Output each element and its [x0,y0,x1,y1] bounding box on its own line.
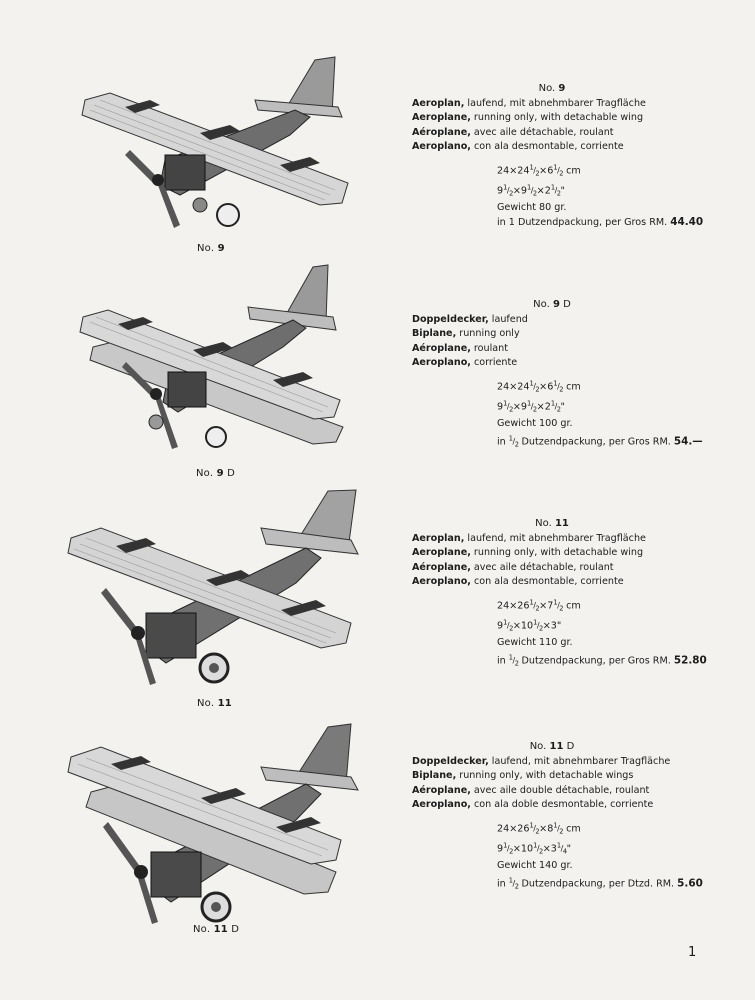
dims-cm: 24×241/2×61/2 cm [497,163,581,178]
illustration-caption: No. 9 D [196,468,236,479]
dims-in: 91/2×91/2×21/2" [497,183,565,198]
price: in 1/2 Dutzendpackung, per Gros RM. 52.8… [497,653,707,668]
biplane-illustration [66,722,361,927]
desc-line-en: Biplane, running only, with detachable w… [412,770,634,782]
item-number: No. 11 D [529,741,575,752]
dims-cm: 24×261/2×81/2 cm [497,821,581,836]
monoplane-illustration [80,55,355,235]
desc-line-fr: Aéroplane, roulant [412,342,508,354]
dims-in: 91/2×101/2×31/4" [497,841,572,856]
illustration-caption: No. 9 [197,243,225,254]
desc-line-es: Aeroplano, corriente [412,356,518,368]
desc-line-fr: Aéroplane, avec aile détachable, roulant [412,561,614,573]
dims-cm: 24×241/2×61/2 cm [497,379,581,394]
product-description: No. 9 Aeroplan, laufend, mit abnehmbarer… [412,82,742,230]
item-number: No. 9 D [533,299,571,310]
price: in 1 Dutzendpackung, per Gros RM. 44.40 [497,216,704,229]
monoplane-illustration [66,488,361,688]
dims-cm: 24×261/2×71/2 cm [497,598,581,613]
dims-in: 91/2×101/2×3" [497,618,562,633]
desc-line-es: Aeroplano, con ala doble desmontable, co… [412,798,654,810]
product-description: No. 11 Aeroplan, laufend, mit abnehmbare… [412,517,742,671]
product-description: No. 9 D Doppeldecker, laufend Biplane, r… [412,298,742,452]
price: in 1/2 Dutzendpackung, per Gros RM. 54.— [497,434,703,449]
weight: Gewicht 100 gr. [497,417,573,429]
item-number: No. 9 [538,83,566,94]
specs: 24×261/2×81/2 cm 91/2×101/2×31/4" Gewich… [497,818,742,894]
desc-line-en: Biplane, running only [412,328,520,340]
desc-line-de: Doppeldecker, laufend [412,314,528,326]
specs: 24×241/2×61/2 cm 91/2×91/2×21/2" Gewicht… [497,160,742,230]
desc-line-de: Aeroplan, laufend, mit abnehmbarer Tragf… [412,533,646,545]
weight: Gewicht 110 gr. [497,636,573,648]
illustration-caption: No. 11 [197,698,232,709]
specs: 24×261/2×71/2 cm 91/2×101/2×3" Gewicht 1… [497,595,742,671]
desc-line-es: Aeroplano, con ala desmontable, corrient… [412,575,624,587]
desc-line-en: Aeroplane, running only, with detachable… [412,112,644,124]
weight: Gewicht 140 gr. [497,859,573,871]
specs: 24×241/2×61/2 cm 91/2×91/2×21/2" Gewicht… [497,376,742,452]
price: in 1/2 Dutzendpackung, per Dtzd. RM. 5.6… [497,876,703,891]
item-number: No. 11 [535,518,569,529]
desc-line-de: Doppeldecker, laufend, mit abnehmbarer T… [412,756,671,768]
weight: Gewicht 80 gr. [497,201,567,213]
dims-in: 91/2×91/2×21/2" [497,399,565,414]
biplane-illustration [78,262,348,457]
illustration-caption: No. 11 D [193,924,240,935]
desc-line-fr: Aéroplane, avec aile double détachable, … [412,784,650,796]
desc-line-en: Aeroplane, running only, with detachable… [412,547,644,559]
product-description: No. 11 D Doppeldecker, laufend, mit abne… [412,740,742,894]
desc-line-de: Aeroplan, laufend, mit abnehmbarer Tragf… [412,98,646,110]
desc-line-es: Aeroplano, con ala desmontable, corrient… [412,140,624,152]
desc-line-fr: Aéroplane, avec aile détachable, roulant [412,126,614,138]
page-number: 1 [688,945,697,960]
